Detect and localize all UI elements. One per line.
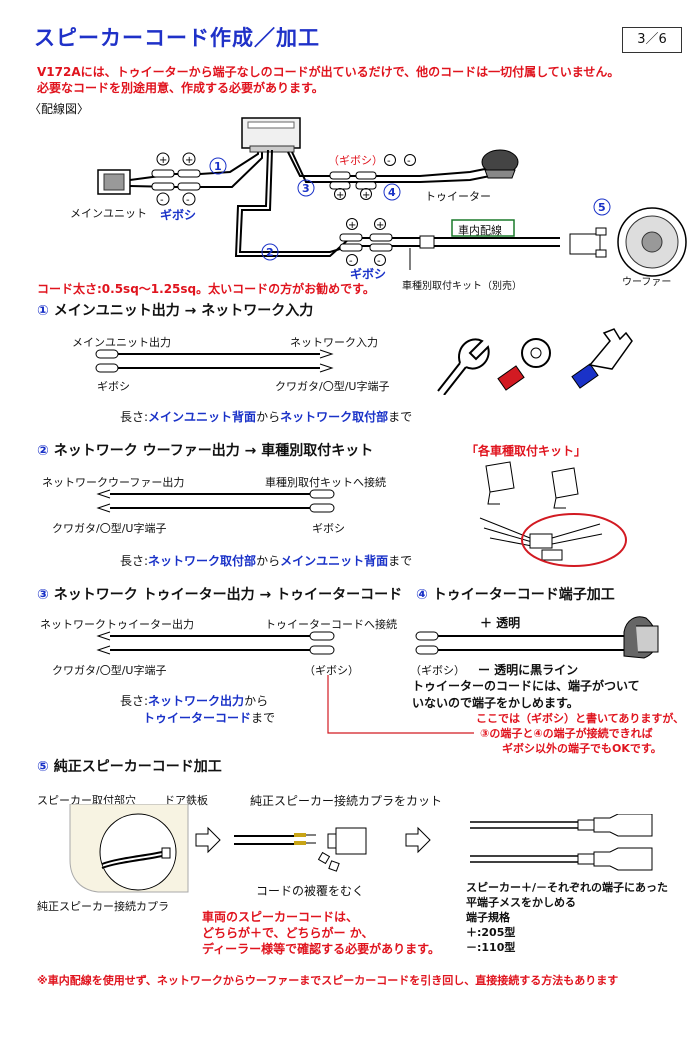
sec5-red-note: 車両のスピーカーコードは、 どちらが＋で、どちらがー か、 ディーラー様等で確認… <box>202 910 440 956</box>
cut-label: 純正スピーカー接続カプラをカット <box>250 794 443 808</box>
sec4-minus-label: ー 透明に黒ライン <box>478 663 579 677</box>
svg-text:+: + <box>185 155 193 166</box>
svg-text:2: 2 <box>266 246 274 259</box>
spade-terminal-icon <box>437 338 490 395</box>
svg-text:+: + <box>362 190 370 201</box>
sec2-right-top: 車種別取付キットへ接続 <box>265 476 386 489</box>
svg-text:+: + <box>336 190 344 201</box>
section-1-heading: ① メインユニット出力 → ネットワーク入力 <box>37 303 314 319</box>
sec2-cable <box>96 489 335 513</box>
woofer-icon <box>617 207 687 277</box>
svg-text:-: - <box>377 256 381 267</box>
u-terminal-icon <box>571 328 633 389</box>
sec3-right-top: トゥイーターコードへ接続 <box>265 618 397 631</box>
sec4-desc: トゥイーターのコードには、端子がついて いないので端子をかしめます。 <box>412 679 640 710</box>
connector-label: 純正スピーカー接続カプラ <box>37 900 169 913</box>
wiring-diagram: + + - - + + - - + + - - 1 2 3 <box>97 117 687 277</box>
svg-text:+: + <box>348 220 356 231</box>
female-terminal-illustration <box>470 814 653 871</box>
section-5-heading: ⑤ 純正スピーカーコード加工 <box>37 759 222 775</box>
svg-text:5: 5 <box>598 201 606 214</box>
section-2-heading: ② ネットワーク ウーファー出力 → 車種別取付キット <box>37 443 374 459</box>
sec3-length: 長さ:ネットワーク出力から <box>120 694 269 708</box>
sec2-right-bottom: ギボシ <box>312 522 345 535</box>
arrow-right-icon <box>195 826 221 854</box>
intro-text: V172Aには、トゥイーターから端子なしのコードが出ているだけで、他のコードは一… <box>37 64 619 96</box>
intro-line-1: V172Aには、トゥイーターから端子なしのコードが出ているだけで、他のコードは一… <box>37 65 620 79</box>
kit-section-label: 「各車種取付キット」 <box>466 444 587 458</box>
network-box-icon <box>241 117 301 153</box>
shanai-label: 車内配線 <box>458 224 502 237</box>
svg-text:-: - <box>349 256 353 267</box>
sec3-left-bottom: クワガタ/〇型/U字端子 <box>52 664 167 677</box>
sec1-right-bottom: クワガタ/〇型/U字端子 <box>275 380 390 393</box>
sec3-length-2: トゥイーターコードまで <box>143 711 276 725</box>
arrow-right-icon <box>405 826 431 854</box>
intro-line-2: 必要なコードを別途用意、作成する必要があります。 <box>37 81 324 95</box>
terminal-icons <box>437 328 633 395</box>
sec3-right-bottom: （ギボシ） <box>304 664 359 677</box>
gibosi-label-2: ギボシ <box>350 267 387 281</box>
page-number: 3／6 <box>622 27 682 53</box>
sec1-left-top: メインユニット出力 <box>72 336 171 349</box>
kit-label: 車種別取付キット（別売） <box>402 281 522 292</box>
svg-text:4: 4 <box>388 186 396 199</box>
bracket-icon <box>485 461 579 509</box>
svg-text:-: - <box>387 156 391 167</box>
svg-text:-: - <box>186 195 190 206</box>
door-illustration <box>69 804 189 893</box>
sec4-plus-label: ＋ 透明 <box>480 616 521 630</box>
svg-text:-: - <box>407 156 411 167</box>
cut-illustration <box>195 826 431 872</box>
svg-text:-: - <box>160 195 164 206</box>
tweeter-icon <box>481 149 519 179</box>
sec2-left-bottom: クワガタ/〇型/U字端子 <box>52 522 167 535</box>
vehicle-kit-illustration <box>479 461 627 567</box>
strip-label: コードの被覆をむく <box>256 884 365 898</box>
sec1-cable <box>95 349 334 373</box>
svg-text:1: 1 <box>214 160 222 173</box>
sec2-length: 長さ:ネットワーク取付部からメインユニット背面まで <box>120 554 413 568</box>
tweeter-cable <box>415 616 659 659</box>
sec3-left-top: ネットワークトゥイーター出力 <box>40 618 194 631</box>
page-title: スピーカーコード作成／加工 <box>34 26 320 50</box>
svg-text:3: 3 <box>302 182 310 195</box>
wire-note: コード太さ:0.5sq〜1.25sq。太いコードの方がお勧めです。 <box>37 282 375 296</box>
sec4-note: ここでは（ギボシ）と書いてありますが、 ③の端子と④の端子が接続できれば ギボシ… <box>476 712 685 755</box>
tweeter-icon <box>623 616 659 659</box>
main-unit-label: メインユニット <box>70 207 147 220</box>
svg-text:+: + <box>159 155 167 166</box>
wiring-diagram-label: 〈配線図〉 <box>29 102 90 116</box>
woofer-label: ウーファー <box>622 277 672 288</box>
section-3-heading: ③ ネットワーク トゥイーター出力 → トゥイーターコード <box>37 587 403 603</box>
main-unit-icon <box>97 169 131 195</box>
footer-note: ※車内配線を使用せず、ネットワークからウーファーまでスピーカーコードを引き回し、… <box>37 974 619 987</box>
section-4-heading: ④ トゥイーターコード端子加工 <box>416 587 615 603</box>
gibosi-paren-label: （ギボシ） <box>328 154 383 167</box>
ring-terminal-icon <box>497 338 551 391</box>
harness-icon <box>479 517 603 561</box>
sec5-right-text: スピーカー＋/－それぞれの端子にあった 平端子メスをかしめる 端子規格 ＋:20… <box>466 881 669 954</box>
sec4-gibosi: （ギボシ） <box>410 664 465 677</box>
sec1-right-top: ネットワーク入力 <box>290 336 378 349</box>
sec3-cable <box>96 631 335 655</box>
sec2-left-top: ネットワークウーファー出力 <box>42 476 185 489</box>
tweeter-label: トゥイーター <box>425 190 491 203</box>
sec1-length: 長さ:メインユニット背面からネットワーク取付部まで <box>120 410 413 424</box>
sec1-left-bottom: ギボシ <box>97 380 130 393</box>
svg-text:+: + <box>376 220 384 231</box>
red-callout-line <box>327 675 474 734</box>
gibosi-label: ギボシ <box>160 208 197 222</box>
